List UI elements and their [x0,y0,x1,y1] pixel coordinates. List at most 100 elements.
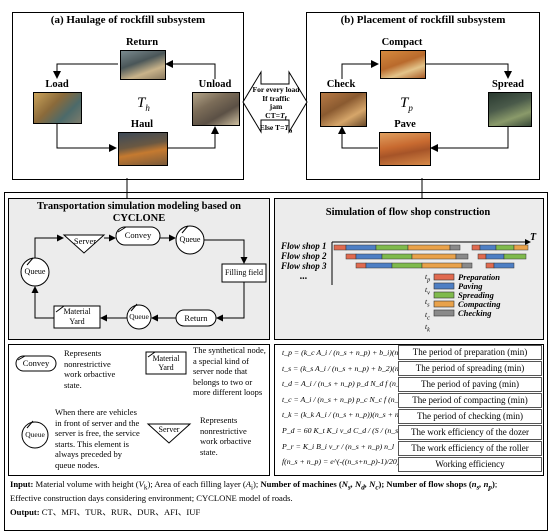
legend-server-desc: Represents nonrestrictive work orbactive… [200,415,252,457]
flowshop-gantt [331,239,531,317]
formula-pr: P_r = K_i B_i v_r / (n_s + n_p) n_l [282,441,395,451]
arrow-text-line4: Else T=Ta [259,122,293,135]
haul-node-label: Haul [130,119,154,130]
legend-material-shape [145,351,187,375]
double-arrow-text: For every load If traffic jam CT=Tf Else… [252,85,299,136]
legend-convey-desc: Represents nonrestrictive work orbactive… [64,348,116,390]
formula-ts: t_s = (k_s A_i / (n_s + n_p) + b_2)(n_s … [282,363,430,373]
shop1-compacting-bar-2 [513,244,529,251]
roller-efficiency-box: The work efficiency of the roller [398,441,542,456]
period-compacting-box: The period of compacting (min) [398,393,542,408]
compact-photo [380,50,426,79]
load-node-label: Load [45,79,69,90]
legend-paving: Paving [458,281,483,291]
legend-checking: Checking [458,308,492,318]
flowshop-panel [274,198,544,340]
gantt-legend-symbols: tp tv ts tc tk [425,272,430,335]
server-node-label: Server [73,236,97,246]
working-efficiency-box: Working efficiency [398,457,542,472]
legend-spreading: Spreading [458,290,494,300]
legend-queue-shape [21,421,49,449]
legend-sym-tp: tp [425,272,431,284]
legend-material-desc: The synthetical node, a special kind of … [193,345,266,397]
legend-symbols-layer [15,351,192,449]
arrow-load-to-haul [56,124,117,152]
period-spreading-box: The period of spreading (min) [398,361,542,376]
footer-second-line: Effective construction days considering … [10,493,293,503]
formula-td: t_d = A_i / (n_s + n_p) p_d N_d f (n_s +… [282,379,427,389]
arrow-text-line3: CT=Tf [265,110,287,123]
top-arrows-layer [53,60,512,198]
queue-node-bottom-label: Queue [129,312,149,321]
formula-tk: t_k = (k_k A_i / (n_s + n_p))(n_s + n_p) [282,410,410,420]
shop1-checking-bar [449,244,461,251]
convey-node-label: Convey [124,230,152,240]
check-photo [320,92,367,127]
dozer-efficiency-box: The work efficiency of the dozer [398,425,542,440]
queue-node-left-label: Queue [24,267,46,276]
arrow-return-to-load [53,63,118,79]
footer-output-line: Output: CT、MFI、TUR、RUR、DUR、AFI、IUF [10,507,201,517]
legend-queue-desc: When there are vehicles in front of serv… [55,407,140,470]
shop3-paving-bar-2 [493,262,515,269]
formula-list: t_p = (k_c A_i / (n_s + n_p) + b_i)(n_s … [282,345,429,470]
shop3-checking-bar [461,262,473,269]
gantt-legend-swatches [433,273,455,317]
legend-sym-tc: tc [425,309,430,322]
placement-title: (b) Placement of rockfill subsystem [340,14,506,26]
flowshop-more-label: ... [300,271,308,282]
legend-queue-text: Queue [25,430,45,439]
unload-node-label: Unload [198,79,232,90]
footer-input-line: Input: Material volume with height (Vk);… [10,479,498,492]
return-node-label: Return [125,37,159,48]
arrow-text-line1: For every load [252,85,300,94]
shop2-spreading-bar-2 [503,253,527,260]
return-node-label-cyclone: Return [184,313,208,323]
double-arrow-shape [242,70,308,134]
check-node-label: Check [326,79,356,90]
formula-f: f(n_s + n_p) = e^(-((n_s+n_p)-1)/20) [282,457,400,467]
queue-node-top-label: Queue [179,235,201,244]
formula-pd: P_d = 60 K_t K_i v_d C_d / (S / (n_s + n… [282,425,425,435]
arrow-compact-to-spread [426,63,512,79]
pave-photo [379,132,431,166]
haulage-title: (a) Haulage of rockfill subsystem [50,14,206,26]
formula-tc: t_c = A_i / (n_s + n_p) p_c N_c f (n_s +… [282,394,425,404]
haul-photo [118,132,168,166]
legend-material-text: Material Yard [152,354,180,372]
shop2-checking-bar [455,253,469,260]
arrow-spread-to-pave [430,127,509,152]
period-checking-box: The period of checking (min) [398,409,542,424]
legend-preparation: Preparation [458,272,501,282]
cyclone-diagram [20,225,267,330]
legend-sym-ts: ts [425,297,430,309]
legend-compacting: Compacting [458,299,501,309]
spread-node-label: Spread [492,79,524,90]
flowshop-2-label: Flow shop 2 [281,251,327,261]
spread-photo [488,92,532,127]
pave-node-label: Pave [394,119,416,130]
legend-sym-tv: tv [425,284,430,297]
load-photo [33,92,82,124]
arrow-haul-to-unload [168,126,219,149]
placement-cycle-time-symbol: Tp [400,95,413,113]
filling-field-label: Filling field [225,268,263,277]
unload-photo [192,92,240,126]
arrow-pave-to-check [338,126,378,149]
period-preparation-box: The period of preparation (min) [398,345,542,360]
convey-node-shape [115,226,161,246]
arrow-check-to-compact [341,60,379,79]
arrow-text-line2: If traffic jam [262,93,290,112]
legend-convey-text: Convey [22,358,50,368]
flowshop-1-label: Flow shop 1 [281,241,327,251]
arrow-unload-to-return [165,60,216,79]
gantt-axis-label: T [530,232,537,243]
haul-cycle-time-symbol: Th [137,95,150,113]
period-paving-box: The period of paving (min) [398,377,542,392]
formula-tp: t_p = (k_c A_i / (n_s + n_p) + b_i)(n_s … [282,348,429,357]
legend-sym-tk: tk [425,322,430,334]
compact-node-label: Compact [381,37,423,48]
material-yard-label: Material Yard [63,307,91,326]
flowshop-title: Simulation of flow shop construction [325,207,491,218]
flowshop-3-label: Flow shop 3 [281,261,327,271]
